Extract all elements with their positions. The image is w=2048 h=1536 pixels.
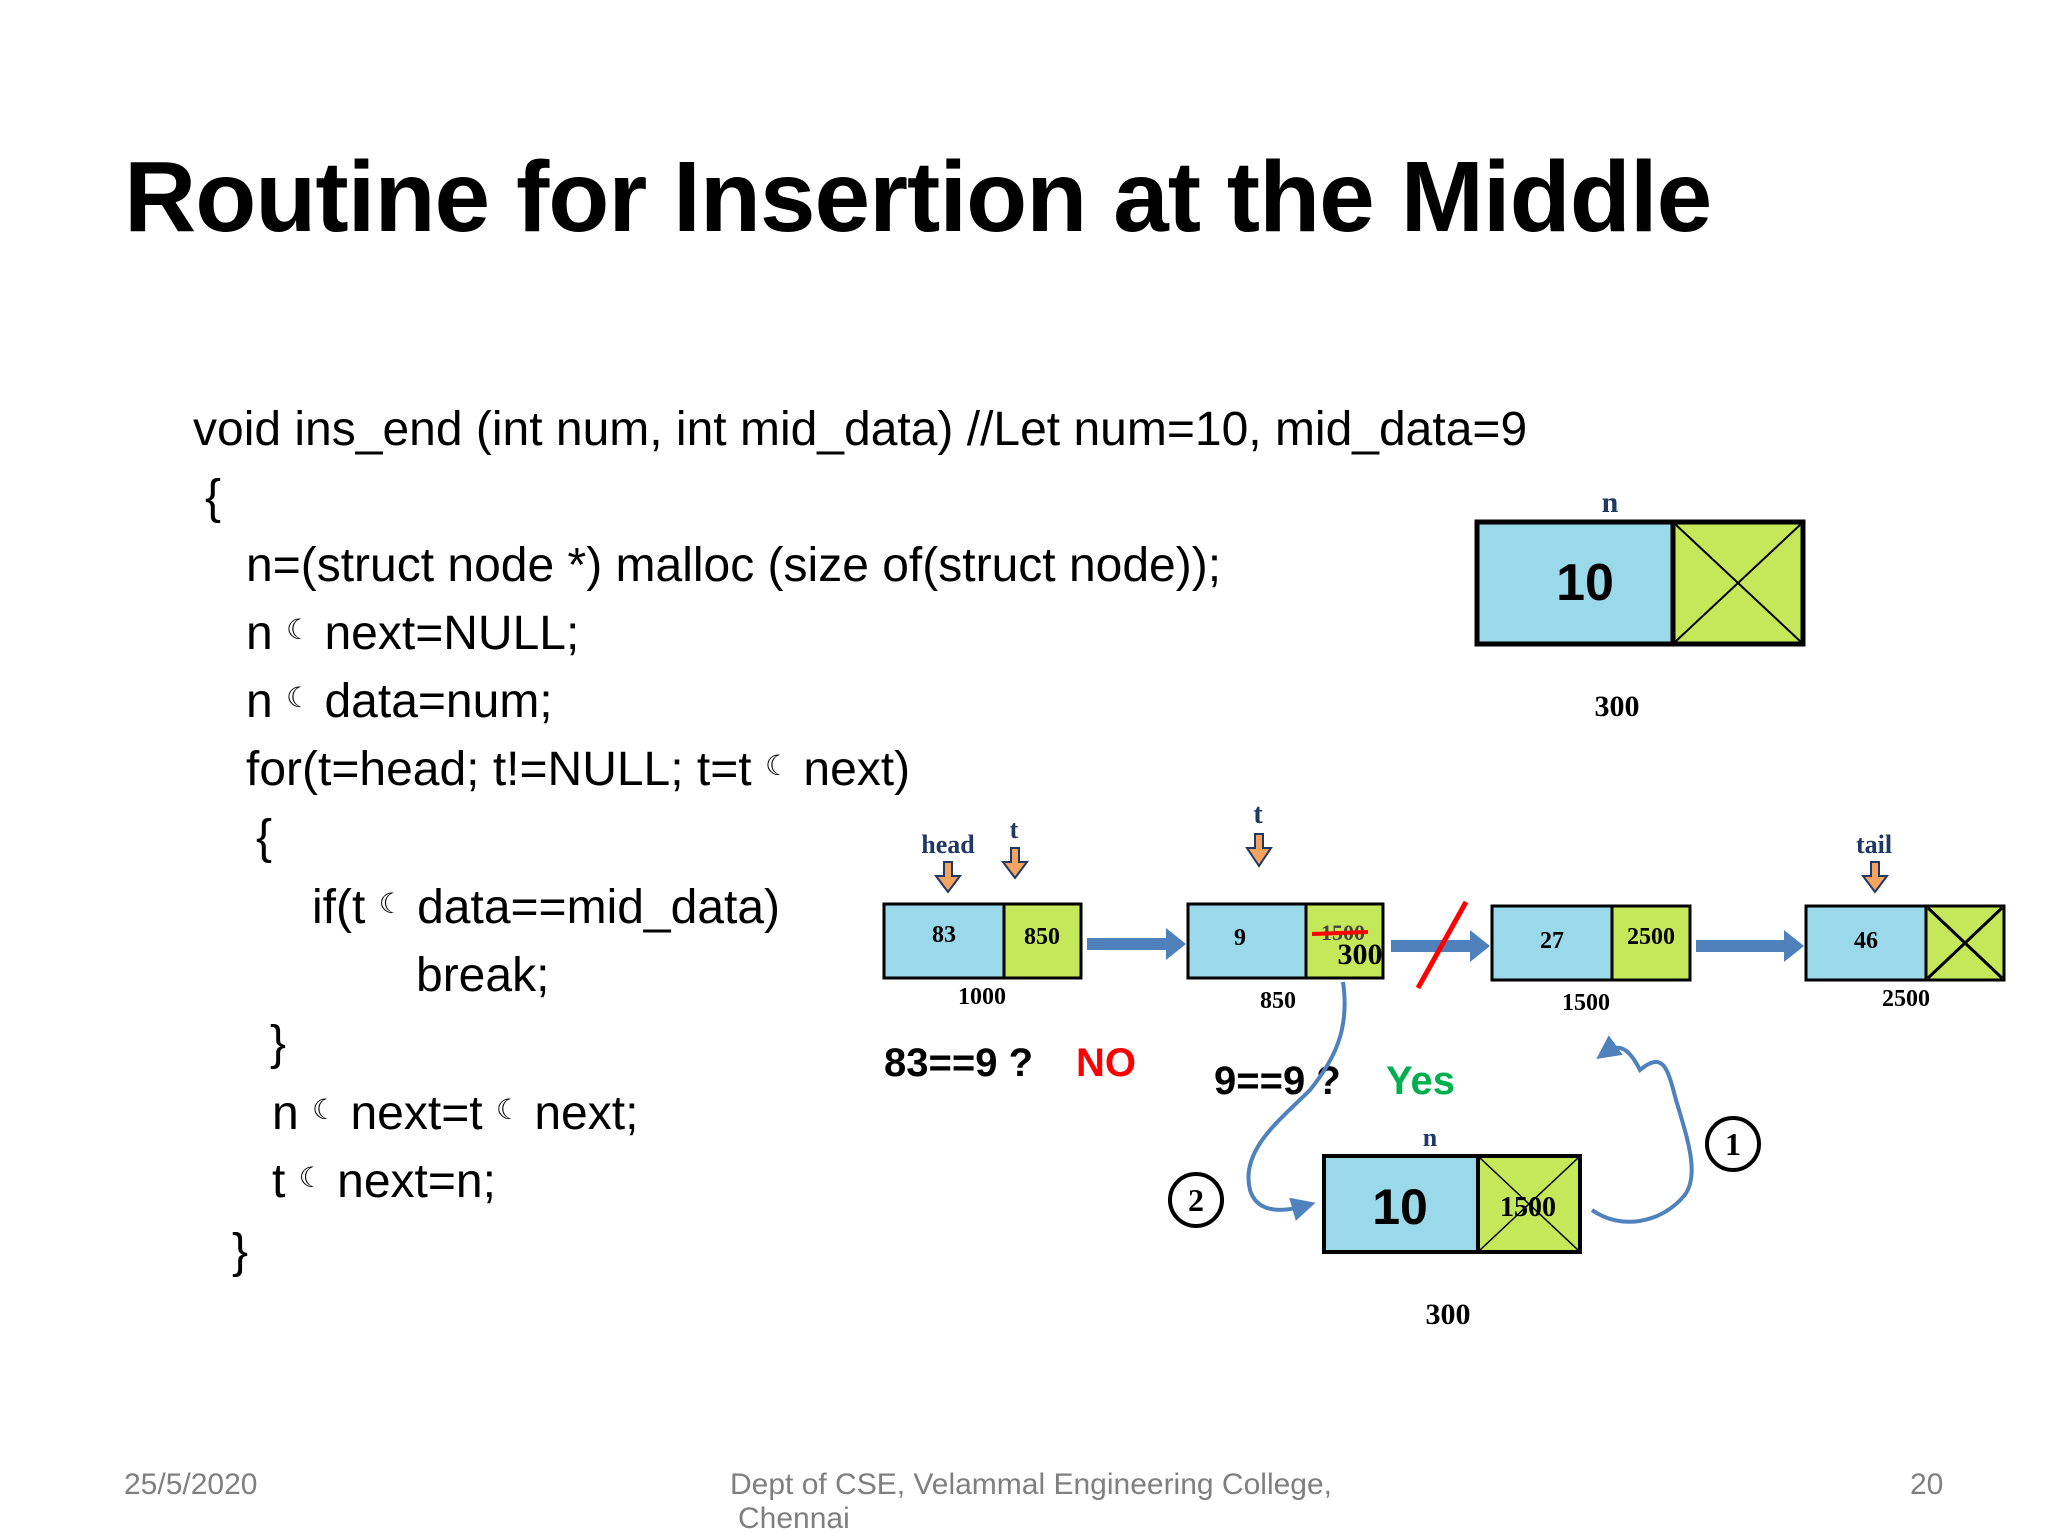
code-text: n (246, 607, 287, 660)
code-line-loop-close: } (270, 1017, 287, 1070)
code-line-for: for(t=head; t!=NULL; t=t ☾ next) (246, 746, 910, 794)
t-arrow-icon (1245, 833, 1273, 868)
step-1-badge (1705, 1116, 1761, 1172)
node-2-data-cell (1186, 902, 1308, 980)
null-cross-icon (1674, 523, 1802, 643)
check-2-result: Yes (1386, 1059, 1455, 1103)
node-1-next-cell (1002, 902, 1083, 980)
node-4-address: 2500 (1882, 986, 1930, 1012)
node-1-data: 83 (932, 922, 956, 948)
code-line-next-null: n ☾ next=NULL; (246, 610, 579, 658)
node-2-data: 9 (1234, 925, 1246, 951)
footer-department: Dept of CSE, Velammal Engineering Colleg… (730, 1468, 1332, 1536)
tail-pointer-label: tail (1856, 830, 1892, 859)
code-text: n (246, 675, 287, 728)
t-arrow-icon (1001, 847, 1029, 880)
step-2-number: 2 (1188, 1182, 1204, 1218)
node-2-next-cell (1304, 902, 1385, 980)
code-text: next=n; (323, 1155, 496, 1208)
node-3-next-cell (1610, 904, 1692, 982)
step-2-badge (1168, 1172, 1224, 1228)
arrow-operator-icon: ☾ (286, 613, 312, 646)
code-line-malloc: n=(struct node *) malloc (size of(struct… (246, 539, 1222, 592)
code-line-close-brace: } (232, 1225, 249, 1278)
t-pointer-label: t (1010, 815, 1019, 844)
link-arrow-icon (1696, 930, 1804, 962)
footer-date: 25/5/2020 (124, 1468, 258, 1501)
footer-page-number: 20 (1910, 1468, 1944, 1501)
code-line-signature: void ins_end (int num, int mid_data) //L… (193, 403, 1528, 456)
step-1-number: 1 (1725, 1126, 1741, 1162)
check-1-text: 83==9 ? (884, 1041, 1033, 1085)
code-text: for(t=head; t!=NULL; t=t (246, 743, 765, 796)
arrow-operator-icon: ☾ (495, 1093, 522, 1126)
node-4-data: 46 (1854, 928, 1878, 954)
strike-line (1311, 930, 1369, 936)
code-line-open-brace: { (205, 471, 222, 524)
node-3-next: 2500 (1627, 924, 1675, 950)
code-line-if: if(t ☾ data==mid_data) (312, 884, 780, 932)
footer-department-line1: Dept of CSE, Velammal Engineering Colleg… (730, 1468, 1332, 1501)
tail-arrow-icon (1861, 861, 1889, 894)
check-2-text: 9==9 ? (1214, 1059, 1341, 1103)
step-1-arrow-icon (1590, 1035, 1694, 1224)
code-line-loop-open: { (256, 811, 273, 864)
arrow-operator-icon: ☾ (312, 1093, 338, 1126)
t-pointer-label: t (1253, 799, 1263, 830)
node-2-new-next: 300 (1338, 938, 1383, 971)
inserted-node-next: 1500 (1500, 1192, 1556, 1223)
inserted-node-data-cell (1322, 1154, 1480, 1254)
new-node-label: n (1602, 486, 1619, 519)
broken-link-icon (1415, 900, 1469, 990)
null-cross-icon (1926, 906, 2004, 980)
code-text: if(t (312, 881, 379, 934)
arrow-operator-icon: ☾ (764, 749, 791, 782)
code-text: next=NULL; (311, 607, 580, 660)
arrow-operator-icon: ☾ (378, 887, 404, 920)
code-line-break: break; (416, 949, 550, 1002)
head-pointer-label: head (921, 830, 975, 859)
code-line-link-next: n ☾ next=t ☾ next; (272, 1090, 638, 1138)
code-text: t (272, 1155, 299, 1208)
code-text: n (272, 1087, 313, 1140)
inserted-node-address: 300 (1426, 1298, 1471, 1331)
code-text: next; (521, 1087, 639, 1140)
node-3-data: 27 (1540, 928, 1564, 954)
footer-department-line2: Chennai (738, 1502, 850, 1535)
new-node-data-cell (1474, 519, 1676, 647)
slide-title: Routine for Insertion at the Middle (124, 141, 1712, 253)
arrow-operator-icon: ☾ (298, 1161, 324, 1194)
node-1-data-cell (882, 902, 1006, 980)
code-text: data=num; (311, 675, 553, 728)
node-3-address: 1500 (1562, 990, 1610, 1016)
node-2-address: 850 (1260, 988, 1296, 1014)
check-1-result: NO (1076, 1041, 1136, 1085)
node-4-data-cell (1804, 904, 1928, 982)
code-text: next) (790, 743, 911, 796)
inserted-node-data: 10 (1372, 1179, 1428, 1235)
new-node-data: 10 (1556, 554, 1614, 612)
head-arrow-icon (934, 861, 962, 894)
code-text: data==mid_data) (403, 881, 781, 934)
code-line-link-n: t ☾ next=n; (272, 1158, 496, 1206)
code-line-data-num: n ☾ data=num; (246, 678, 553, 726)
new-node-address: 300 (1595, 690, 1640, 723)
link-arrow-icon (1087, 928, 1186, 960)
node-1-next: 850 (1024, 924, 1060, 950)
inserted-node-label: n (1423, 1123, 1438, 1152)
cross-line (1479, 1157, 1579, 1251)
node-3-data-cell (1490, 904, 1614, 982)
arrow-operator-icon: ☾ (286, 681, 312, 714)
step-2-arrow-icon (1246, 981, 1347, 1221)
code-text: next=t (337, 1087, 496, 1140)
node-1-address: 1000 (958, 984, 1006, 1010)
